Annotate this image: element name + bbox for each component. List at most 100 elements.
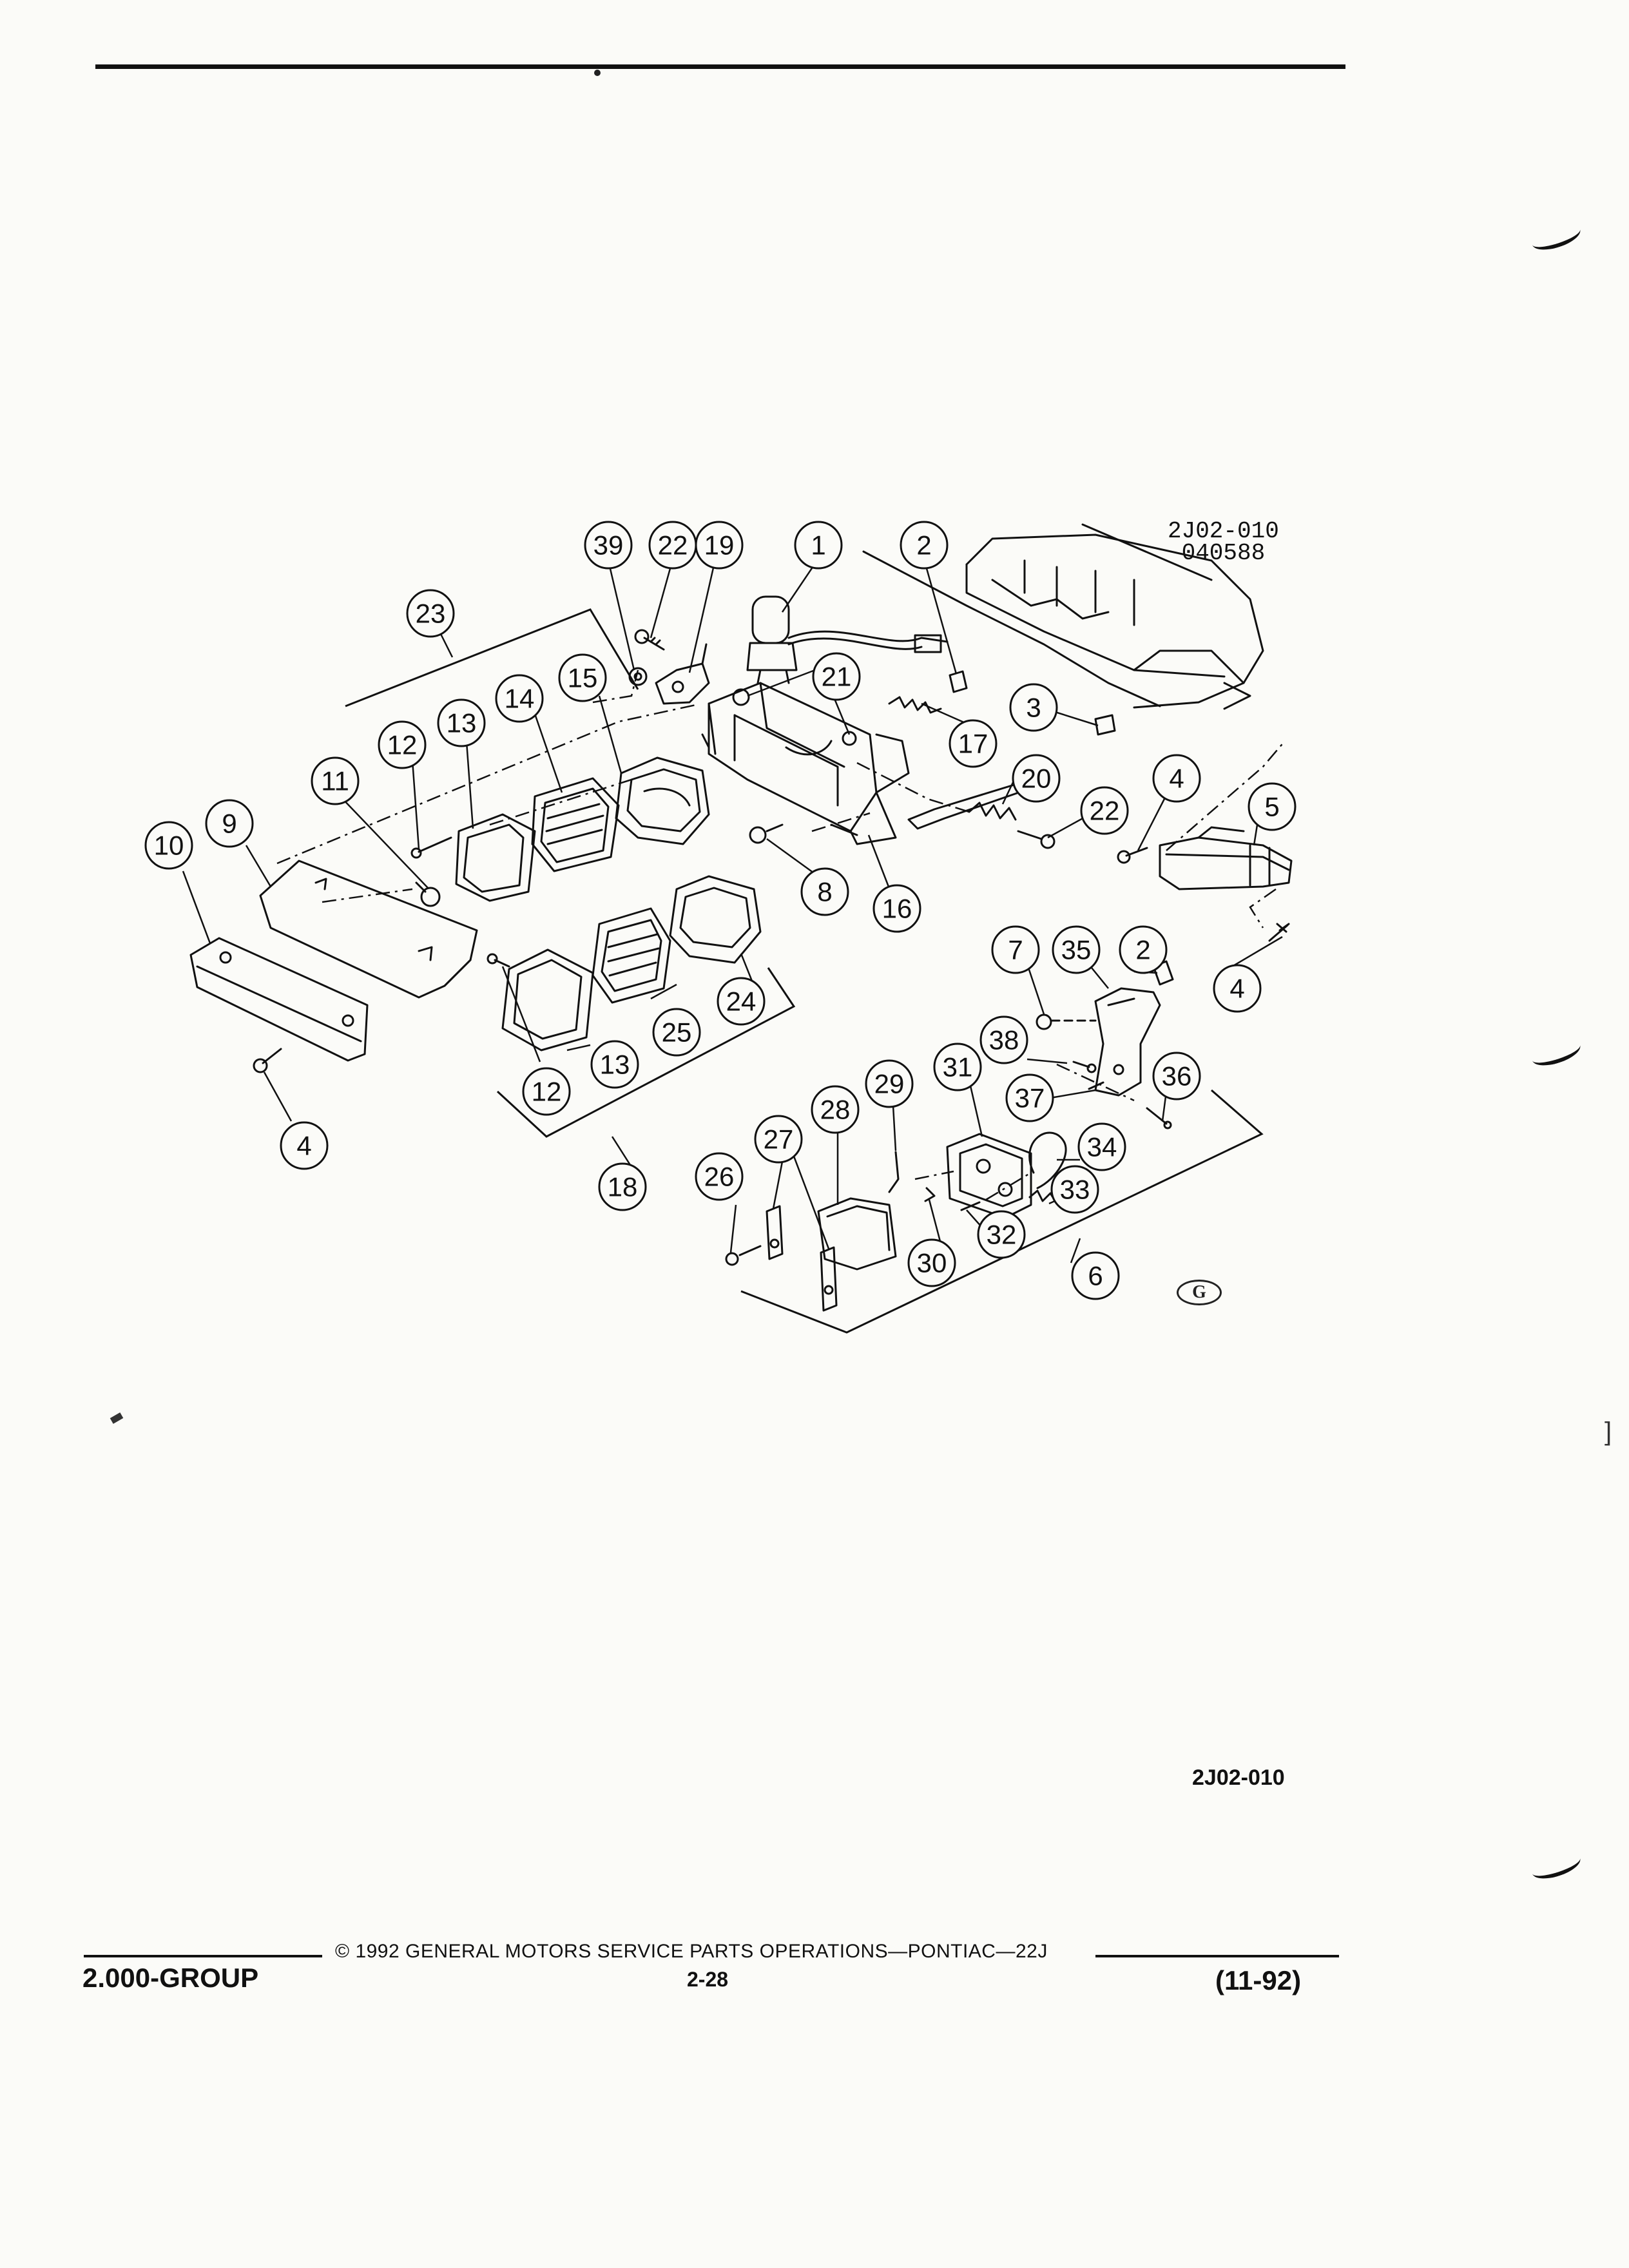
svg-text:3: 3 bbox=[1026, 693, 1041, 723]
svg-text:5: 5 bbox=[1264, 792, 1279, 822]
callout-29: 29 bbox=[865, 1059, 914, 1108]
svg-text:18: 18 bbox=[608, 1172, 638, 1202]
footer-page-number: 2-28 bbox=[687, 1968, 729, 1991]
callout-37: 37 bbox=[1005, 1073, 1054, 1122]
svg-text:20: 20 bbox=[1021, 764, 1052, 794]
footer-rule-left bbox=[84, 1955, 322, 1957]
callout-23: 23 bbox=[406, 589, 455, 638]
side-marker-lamp-5-drawing bbox=[1159, 826, 1293, 890]
top-rule-tick bbox=[594, 70, 601, 76]
callout-3: 3 bbox=[1009, 683, 1058, 732]
callout-19: 19 bbox=[695, 521, 744, 570]
screw-4-drawing bbox=[253, 847, 1290, 1073]
callout-38: 38 bbox=[979, 1015, 1028, 1064]
svg-text:32: 32 bbox=[987, 1220, 1017, 1250]
callouts: 39 22 19 1 2 23 21 15 14 13 12 11 17 3 2… bbox=[144, 521, 1296, 1300]
callout-21: 21 bbox=[812, 652, 861, 701]
footer-rule-right bbox=[1095, 1955, 1339, 1957]
alignment-lines bbox=[276, 669, 1286, 1201]
callout-31: 31 bbox=[933, 1043, 982, 1091]
svg-text:10: 10 bbox=[154, 831, 184, 861]
svg-text:4: 4 bbox=[296, 1131, 311, 1161]
clip-30-drawing bbox=[924, 1187, 936, 1202]
headlamp-housing-drawing bbox=[701, 682, 910, 845]
figure-code-bottom: 2J02-010 bbox=[1192, 1765, 1285, 1790]
callout-18: 18 bbox=[598, 1162, 647, 1211]
gasket-27-drawing bbox=[766, 1205, 838, 1312]
svg-text:22: 22 bbox=[1090, 796, 1120, 826]
svg-text:12: 12 bbox=[532, 1077, 562, 1107]
svg-text:27: 27 bbox=[764, 1124, 794, 1155]
group-brackets bbox=[345, 608, 1264, 1334]
bracket-group-23 bbox=[345, 608, 639, 707]
lens-28-drawing bbox=[817, 1197, 897, 1271]
figure-code-top: 2J02-010 040588 bbox=[1168, 518, 1279, 566]
svg-text:11: 11 bbox=[321, 766, 349, 796]
callout-15: 15 bbox=[558, 653, 607, 702]
svg-text:30: 30 bbox=[917, 1248, 947, 1278]
svg-text:9: 9 bbox=[222, 809, 236, 839]
bracket-group-6 bbox=[740, 1089, 1264, 1334]
screw-12-upper-drawing bbox=[418, 836, 452, 853]
callout-13-upper: 13 bbox=[437, 698, 486, 747]
callout-35: 35 bbox=[1052, 925, 1101, 974]
svg-text:23: 23 bbox=[416, 599, 446, 629]
svg-text:13: 13 bbox=[447, 708, 477, 738]
bolt-7-drawing bbox=[1036, 1014, 1097, 1030]
footer-revision-date: (11-92) bbox=[1215, 1965, 1302, 1995]
callout-4-left: 4 bbox=[280, 1121, 329, 1170]
svg-text:1: 1 bbox=[811, 530, 825, 561]
figure-code-line-1: 2J02-010 bbox=[1168, 518, 1279, 544]
socket-31-drawing bbox=[946, 1133, 1032, 1219]
callout-27: 27 bbox=[754, 1115, 803, 1164]
svg-text:16: 16 bbox=[882, 894, 912, 924]
callout-22-top: 22 bbox=[648, 521, 697, 570]
callout-26: 26 bbox=[695, 1152, 744, 1201]
callout-8: 8 bbox=[800, 867, 849, 916]
bolt-22-top-drawing bbox=[634, 629, 665, 651]
callout-36: 36 bbox=[1152, 1052, 1201, 1100]
callout-12-lower: 12 bbox=[522, 1067, 571, 1116]
svg-text:31: 31 bbox=[943, 1052, 973, 1082]
bolt-22-right-drawing bbox=[1017, 830, 1055, 849]
callout-1: 1 bbox=[794, 521, 843, 570]
callout-4-lower-right: 4 bbox=[1213, 964, 1262, 1013]
callout-2-top: 2 bbox=[900, 521, 949, 570]
callout-24: 24 bbox=[717, 977, 766, 1026]
top-rule bbox=[95, 64, 1345, 69]
svg-text:4: 4 bbox=[1229, 974, 1244, 1004]
callout-4-right: 4 bbox=[1152, 754, 1201, 803]
svg-text:7: 7 bbox=[1008, 935, 1023, 965]
svg-text:21: 21 bbox=[822, 662, 852, 692]
callout-6: 6 bbox=[1071, 1251, 1120, 1300]
retainer-13-upper-drawing bbox=[455, 813, 536, 902]
bezel-10-drawing bbox=[189, 937, 369, 1062]
callout-10: 10 bbox=[144, 821, 193, 870]
svg-text:36: 36 bbox=[1162, 1061, 1192, 1091]
svg-text:6: 6 bbox=[1088, 1261, 1103, 1291]
callout-7: 7 bbox=[991, 925, 1040, 974]
bracket-35-drawing bbox=[1094, 987, 1161, 1097]
svg-text:17: 17 bbox=[958, 729, 988, 759]
callout-20: 20 bbox=[1012, 754, 1061, 803]
svg-text:25: 25 bbox=[662, 1017, 692, 1048]
bracket-19-drawing bbox=[655, 643, 710, 705]
svg-text:37: 37 bbox=[1015, 1083, 1045, 1113]
figure-code-line-2: 040588 bbox=[1181, 540, 1266, 566]
screw-38-37-36-drawing bbox=[1072, 1061, 1172, 1129]
callout-11: 11 bbox=[311, 756, 360, 805]
svg-text:12: 12 bbox=[387, 730, 418, 760]
callout-14: 14 bbox=[495, 674, 544, 723]
svg-text:13: 13 bbox=[600, 1050, 630, 1080]
footer-group: 2.000-GROUP bbox=[82, 1963, 259, 1993]
callout-32: 32 bbox=[977, 1210, 1026, 1259]
screw-26-drawing bbox=[725, 1245, 762, 1266]
callout-12-upper: 12 bbox=[378, 720, 427, 769]
callout-2-lower: 2 bbox=[1119, 925, 1168, 974]
svg-text:2: 2 bbox=[1135, 935, 1150, 965]
svg-text:35: 35 bbox=[1061, 935, 1092, 965]
spring-17-drawing bbox=[888, 696, 942, 714]
retainer-13-lower-drawing bbox=[501, 948, 594, 1052]
callout-17: 17 bbox=[949, 719, 998, 768]
